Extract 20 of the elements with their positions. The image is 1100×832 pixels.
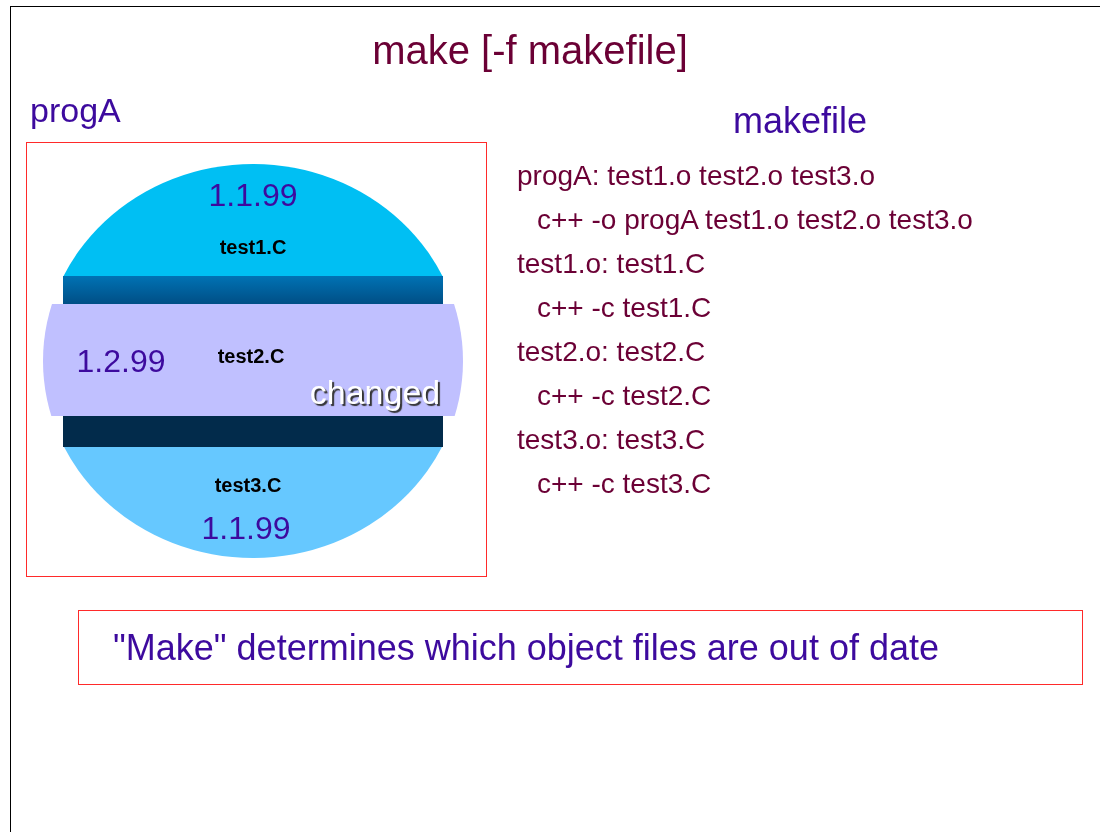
code-line: progA: test1.o test2.o test3.o	[517, 160, 875, 193]
group-heading: progA	[30, 91, 121, 130]
code-line: c++ -o progA test1.o test2.o test3.o	[537, 204, 973, 237]
file-name: test3.C	[214, 475, 282, 495]
version-label: 1.1.99	[201, 512, 291, 544]
code-line: test2.o: test2.C	[517, 336, 706, 369]
code-line: c++ -c test2.C	[537, 380, 712, 413]
code-line: c++ -c test1.C	[537, 292, 712, 325]
title: make [-f makefile]	[371, 28, 689, 73]
file-name: test1.C	[219, 237, 287, 257]
note-text: "Make" determines which object files are out of date	[113, 626, 939, 669]
status-label: changed	[309, 375, 441, 409]
code-line: c++ -c test3.C	[537, 468, 712, 501]
version-label: 1.2.99	[76, 345, 166, 377]
section-heading: makefile	[731, 100, 869, 142]
version-label: 1.1.99	[208, 179, 298, 211]
file-name: test2.C	[217, 346, 285, 366]
code-line: test1.o: test1.C	[517, 248, 706, 281]
code-line: test3.o: test3.C	[517, 424, 706, 457]
note-box	[78, 610, 1083, 685]
